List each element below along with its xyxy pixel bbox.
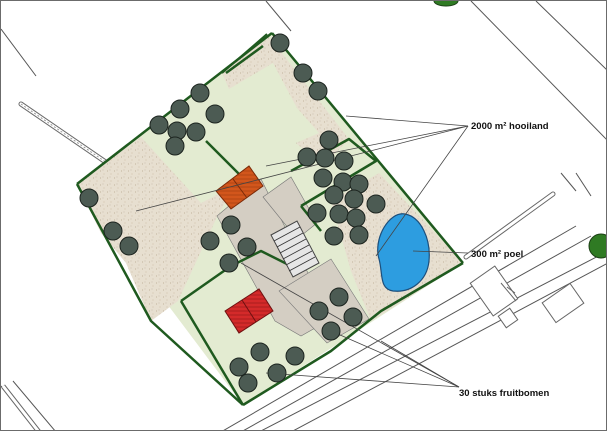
- fruit-tree-icon: [237, 237, 257, 257]
- fruit-tree-icon: [165, 136, 185, 156]
- solar-panel-icon: [270, 220, 320, 278]
- neighbour-buildings: [469, 265, 585, 329]
- road-fence: [1, 191, 556, 430]
- label-hayfield: 2000 m² hooiland: [471, 121, 549, 132]
- fruit-tree-icon: [119, 236, 139, 256]
- fruit-trees: [79, 33, 386, 393]
- label-pond: 300 m² poel: [471, 249, 523, 260]
- fruit-tree-icon: [343, 307, 363, 327]
- fruit-tree-icon: [324, 226, 344, 246]
- fruit-tree-icon: [366, 194, 386, 214]
- fruit-tree-icon: [149, 115, 169, 135]
- fruit-tree-icon: [285, 346, 305, 366]
- fruit-tree-icon: [103, 221, 123, 241]
- fruit-tree-icon: [315, 148, 335, 168]
- fruit-tree-icon: [186, 122, 206, 142]
- fruit-tree-icon: [329, 287, 349, 307]
- fruit-tree-icon: [349, 225, 369, 245]
- fruit-tree-icon: [307, 203, 327, 223]
- gravel-area-mid: [126, 186, 234, 321]
- house-roof-icon: [215, 165, 264, 210]
- fruit-tree-icon: [270, 33, 290, 53]
- gravel-area-top: [222, 34, 349, 166]
- fruit-tree-icon: [170, 99, 190, 119]
- fruit-tree-icon: [344, 189, 364, 209]
- fruit-tree-icon: [267, 363, 287, 383]
- fruit-tree-icon: [297, 147, 317, 167]
- fruit-tree-icon: [324, 185, 344, 205]
- fruit-tree-icon: [238, 373, 258, 393]
- fruit-tree-icon: [250, 342, 270, 362]
- fruit-tree-icon: [346, 208, 366, 228]
- fruit-tree-icon: [79, 188, 99, 208]
- fruit-tree-icon: [313, 168, 333, 188]
- fruit-tree-icon: [433, 1, 459, 7]
- fruit-tree-icon: [219, 253, 239, 273]
- fruit-tree-icon: [308, 81, 328, 101]
- fruit-tree-icon: [293, 63, 313, 83]
- fruit-tree-icon: [190, 83, 210, 103]
- pond-icon: [377, 213, 430, 292]
- fruit-tree-icon: [221, 215, 241, 235]
- fruit-tree-icon: [334, 151, 354, 171]
- fruit-tree-icon: [309, 301, 329, 321]
- fruit-tree-icon: [229, 357, 249, 377]
- fruit-tree-icon: [329, 204, 349, 224]
- fruit-tree-icon: [588, 233, 606, 259]
- leader-lines: [135, 115, 469, 388]
- fruit-tree-icon: [321, 321, 341, 341]
- fruit-tree-icon: [319, 130, 339, 150]
- label-fruit-trees: 30 stuks fruitbomen: [459, 388, 549, 399]
- shed-roof-icon: [224, 288, 274, 334]
- fruit-tree-icon: [205, 104, 225, 124]
- terrace: [262, 176, 318, 240]
- fruit-tree-icon: [200, 231, 220, 251]
